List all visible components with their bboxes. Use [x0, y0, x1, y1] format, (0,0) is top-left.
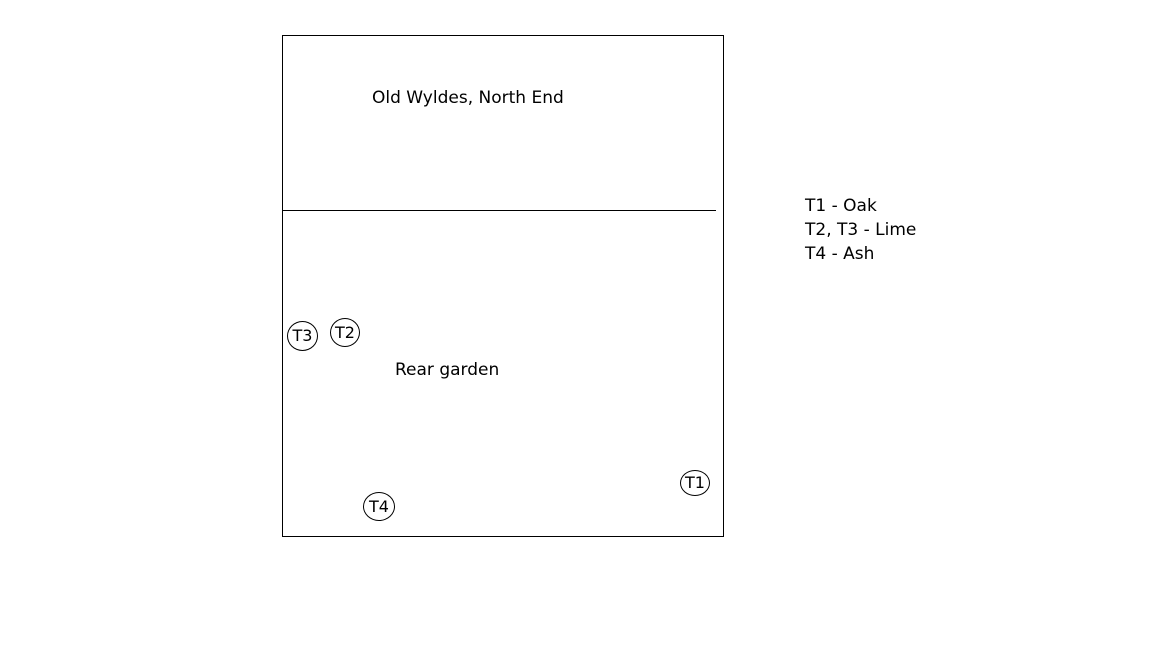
rear-garden-label: Rear garden: [395, 360, 500, 380]
house-garden-divider-line: [283, 210, 716, 211]
site-boundary: [282, 35, 724, 537]
tree-species-legend: T1 - Oak T2, T3 - Lime T4 - Ash: [805, 194, 916, 266]
tree-marker-t4-label: T4: [369, 496, 389, 516]
tree-marker-t2-label: T2: [335, 322, 355, 342]
tree-marker-t4: T4: [363, 492, 395, 521]
legend-item-ash: T4 - Ash: [805, 244, 875, 264]
legend-item-oak: T1 - Oak: [805, 196, 877, 216]
tree-marker-t3-label: T3: [292, 326, 313, 345]
legend-item-lime: T2, T3 - Lime: [805, 220, 917, 240]
tree-marker-t1: T1: [680, 470, 710, 496]
tree-marker-t1-label: T1: [685, 473, 705, 492]
house-label: Old Wyldes, North End: [372, 88, 564, 108]
tree-marker-t3: T3: [287, 321, 318, 351]
tree-marker-t2: T2: [330, 318, 360, 347]
